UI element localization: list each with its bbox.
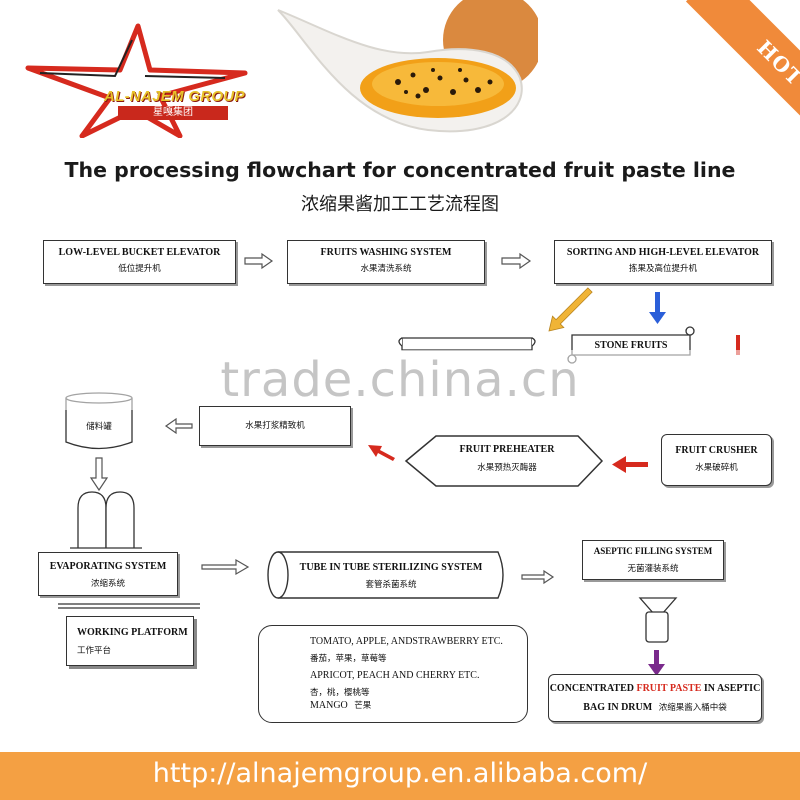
step-bucket-elevator: LOW-LEVEL BUCKET ELEVATOR 低位提升机 (43, 240, 236, 284)
step-aseptic-filling-cn: 无菌灌装系统 (627, 564, 679, 574)
fruit-paste-dish-image (277, 0, 538, 133)
step-crusher-en: FRUIT CRUSHER (675, 445, 758, 456)
step-sorting-cn: 拣果及高位提升机 (628, 264, 697, 274)
hollow-arrow-down-tank (89, 457, 109, 492)
logo-name: AL-NAJEM GROUP (104, 88, 245, 105)
step-working-platform: WORKING PLATFORM 工作平台 (66, 616, 194, 666)
step-preheater-cn: 水果预热灭酶器 (477, 463, 537, 473)
step-sterilizing-en: TUBE IN TUBE STERILIZING SYSTEM (299, 562, 483, 573)
red-arrow-partial (736, 335, 740, 355)
logo-star-icon (25, 23, 248, 138)
step-working-platform-cn: 工作平台 (77, 646, 112, 656)
step-aseptic-filling-en: ASEPTIC FILLING SYSTEM (593, 546, 713, 556)
step-evaporating-en: EVAPORATING SYSTEM (49, 561, 167, 572)
aseptic-filler-shape (638, 597, 678, 643)
step-tank-cn: 储料罐 (86, 422, 112, 432)
blue-arrow-down (649, 292, 666, 324)
step-preheater-en: FRUIT PREHEATER (459, 444, 555, 455)
final-en-highlight: FRUIT PASTE (636, 683, 702, 694)
page-title: The processing flowchart for concentrate… (64, 158, 736, 182)
scroll-box-left (398, 337, 536, 351)
step-crusher-cn: 水果破碎机 (695, 463, 738, 473)
step-washing-en: FRUITS WASHING SYSTEM (320, 247, 452, 258)
hollow-arrow-4 (201, 558, 250, 576)
legend-item-blue-cn: 杏，桃，樱桃等 (310, 688, 370, 698)
step-aseptic-filling: ASEPTIC FILLING SYSTEM 无菌灌装系统 (582, 540, 724, 580)
step-stone-fruits: STONE FRUITS (594, 340, 668, 351)
step-bucket-elevator-en: LOW-LEVEL BUCKET ELEVATOR (58, 247, 221, 258)
logo-chinese-name: 星嘎集团 (118, 106, 228, 120)
footer-url-link[interactable]: http://alnajemgroup.en.alibaba.com/ (152, 758, 648, 789)
step-washing-cn: 水果清洗系统 (360, 264, 412, 274)
preheater-hexagon (404, 435, 604, 487)
sterilizing-tube-shape (267, 551, 504, 599)
step-working-platform-en: WORKING PLATFORM (77, 627, 188, 638)
legend-item-red-en: TOMATO, APPLE, ANDSTRAWBERRY ETC. (310, 636, 503, 647)
legend-item-red-cn: 番茄，苹果，草莓等 (310, 654, 387, 664)
step-sterilizing-cn: 套管杀菌系统 (365, 580, 417, 590)
final-cn: 浓缩果酱入桶中袋 (658, 703, 727, 713)
watermark-band (0, 350, 800, 410)
hollow-arrow-5 (521, 569, 555, 585)
hollow-arrow-2 (501, 252, 532, 270)
page-subtitle: 浓缩果酱加工工艺流程图 (301, 194, 499, 215)
legend-box (258, 625, 528, 723)
step-evaporating-cn: 浓缩系统 (90, 579, 125, 589)
legend-item-yellow-en: MANGO 芒果 (310, 699, 371, 711)
mango-arrow (548, 287, 593, 332)
legend-item-blue-en: APRICOT, PEACH AND CHERRY ETC. (310, 670, 480, 681)
evaporator-columns (70, 491, 142, 549)
legend-item-yellow-en-text: MANGO (310, 700, 348, 711)
red-arrow-preheater-to-pulper (368, 445, 395, 461)
step-sorting: SORTING AND HIGH-LEVEL ELEVATOR 拣果及高位提升机 (554, 240, 772, 284)
red-arrow-crusher-to-preheater (612, 456, 648, 473)
hollow-arrow-1 (244, 252, 274, 270)
step-washing: FRUITS WASHING SYSTEM 水果清洗系统 (287, 240, 485, 284)
watermark-text: trade.china.cn (220, 352, 580, 408)
step-sorting-en: SORTING AND HIGH-LEVEL ELEVATOR (566, 247, 760, 258)
final-line-2: BAG IN DRUM 浓缩果酱入桶中袋 (549, 701, 761, 713)
final-en-pre: CONCENTRATED (549, 683, 634, 694)
final-line2-en: BAG IN DRUM (583, 702, 653, 713)
legend-item-yellow-cn: 芒果 (354, 701, 372, 711)
step-final-product: CONCENTRATED FRUIT PASTE IN ASEPTIC BAG … (548, 674, 762, 722)
purple-arrow-down (648, 650, 665, 676)
step-pulper: 水果打浆精致机 (199, 406, 351, 446)
step-pulper-cn: 水果打浆精致机 (245, 421, 305, 431)
step-crusher: FRUIT CRUSHER 水果破碎机 (661, 434, 772, 486)
final-en-post: IN ASEPTIC (703, 683, 761, 694)
footer-bar (0, 752, 800, 800)
step-bucket-elevator-cn: 低位提升机 (118, 264, 161, 274)
step-evaporating: EVAPORATING SYSTEM 浓缩系统 (38, 552, 178, 596)
hollow-arrow-3 (164, 417, 193, 435)
final-line-1: CONCENTRATED FRUIT PASTE IN ASEPTIC (549, 683, 761, 694)
